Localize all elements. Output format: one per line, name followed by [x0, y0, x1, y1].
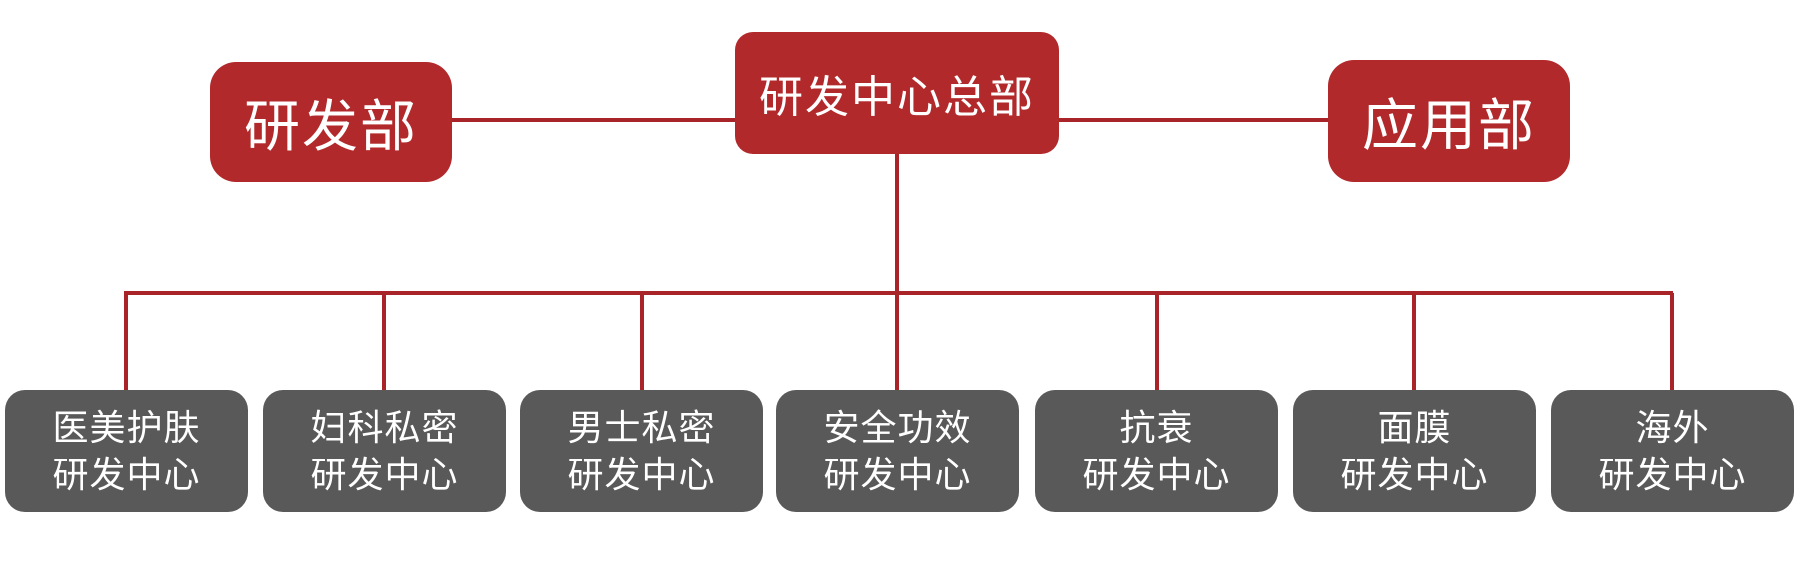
org-node-center-4: 安全功效 研发中心 [776, 390, 1019, 512]
connector-left-dept-line [452, 118, 735, 122]
connector-drop-line-6 [1412, 293, 1416, 390]
connector-drop-line-2 [382, 293, 386, 390]
org-node-center-5-line2: 研发中心 [1082, 454, 1231, 495]
org-node-headquarters: 研发中心总部 [735, 32, 1059, 154]
org-node-center-7-line1: 海外 [1635, 407, 1710, 448]
connector-drop-line-7 [1670, 293, 1674, 390]
org-node-center-1-line2: 研发中心 [52, 454, 201, 495]
org-node-center-7: 海外 研发中心 [1551, 390, 1794, 512]
org-node-center-6-line1: 面膜 [1377, 407, 1452, 448]
org-node-center-7-line2: 研发中心 [1598, 454, 1747, 495]
org-node-center-4-line1: 安全功效 [823, 407, 972, 448]
org-node-center-1-line1: 医美护肤 [52, 407, 201, 448]
connector-right-dept-line [1059, 118, 1328, 122]
org-node-center-3-line2: 研发中心 [567, 454, 716, 495]
org-node-center-1: 医美护肤 研发中心 [5, 390, 248, 512]
org-node-center-3-line1: 男士私密 [567, 407, 716, 448]
connector-drop-line-4 [895, 293, 899, 390]
org-node-center-5: 抗衰 研发中心 [1035, 390, 1278, 512]
connector-drop-line-1 [124, 293, 128, 390]
connector-root-stem-line [895, 150, 899, 295]
org-node-center-4-line2: 研发中心 [823, 454, 972, 495]
org-node-center-5-line1: 抗衰 [1119, 407, 1194, 448]
org-node-rd-department: 研发部 [210, 62, 452, 182]
connector-drop-line-5 [1155, 293, 1159, 390]
org-node-center-2: 妇科私密 研发中心 [263, 390, 506, 512]
org-node-center-6: 面膜 研发中心 [1293, 390, 1536, 512]
org-node-application-department: 应用部 [1328, 60, 1570, 182]
org-node-center-2-line2: 研发中心 [310, 454, 459, 495]
org-node-application-department-label: 应用部 [1362, 93, 1536, 157]
org-node-center-2-line1: 妇科私密 [310, 407, 459, 448]
org-node-center-3: 男士私密 研发中心 [520, 390, 763, 512]
connector-drop-line-3 [640, 293, 644, 390]
org-node-headquarters-label: 研发中心总部 [759, 73, 1035, 122]
org-node-center-6-line2: 研发中心 [1340, 454, 1489, 495]
org-node-rd-department-label: 研发部 [244, 94, 418, 158]
